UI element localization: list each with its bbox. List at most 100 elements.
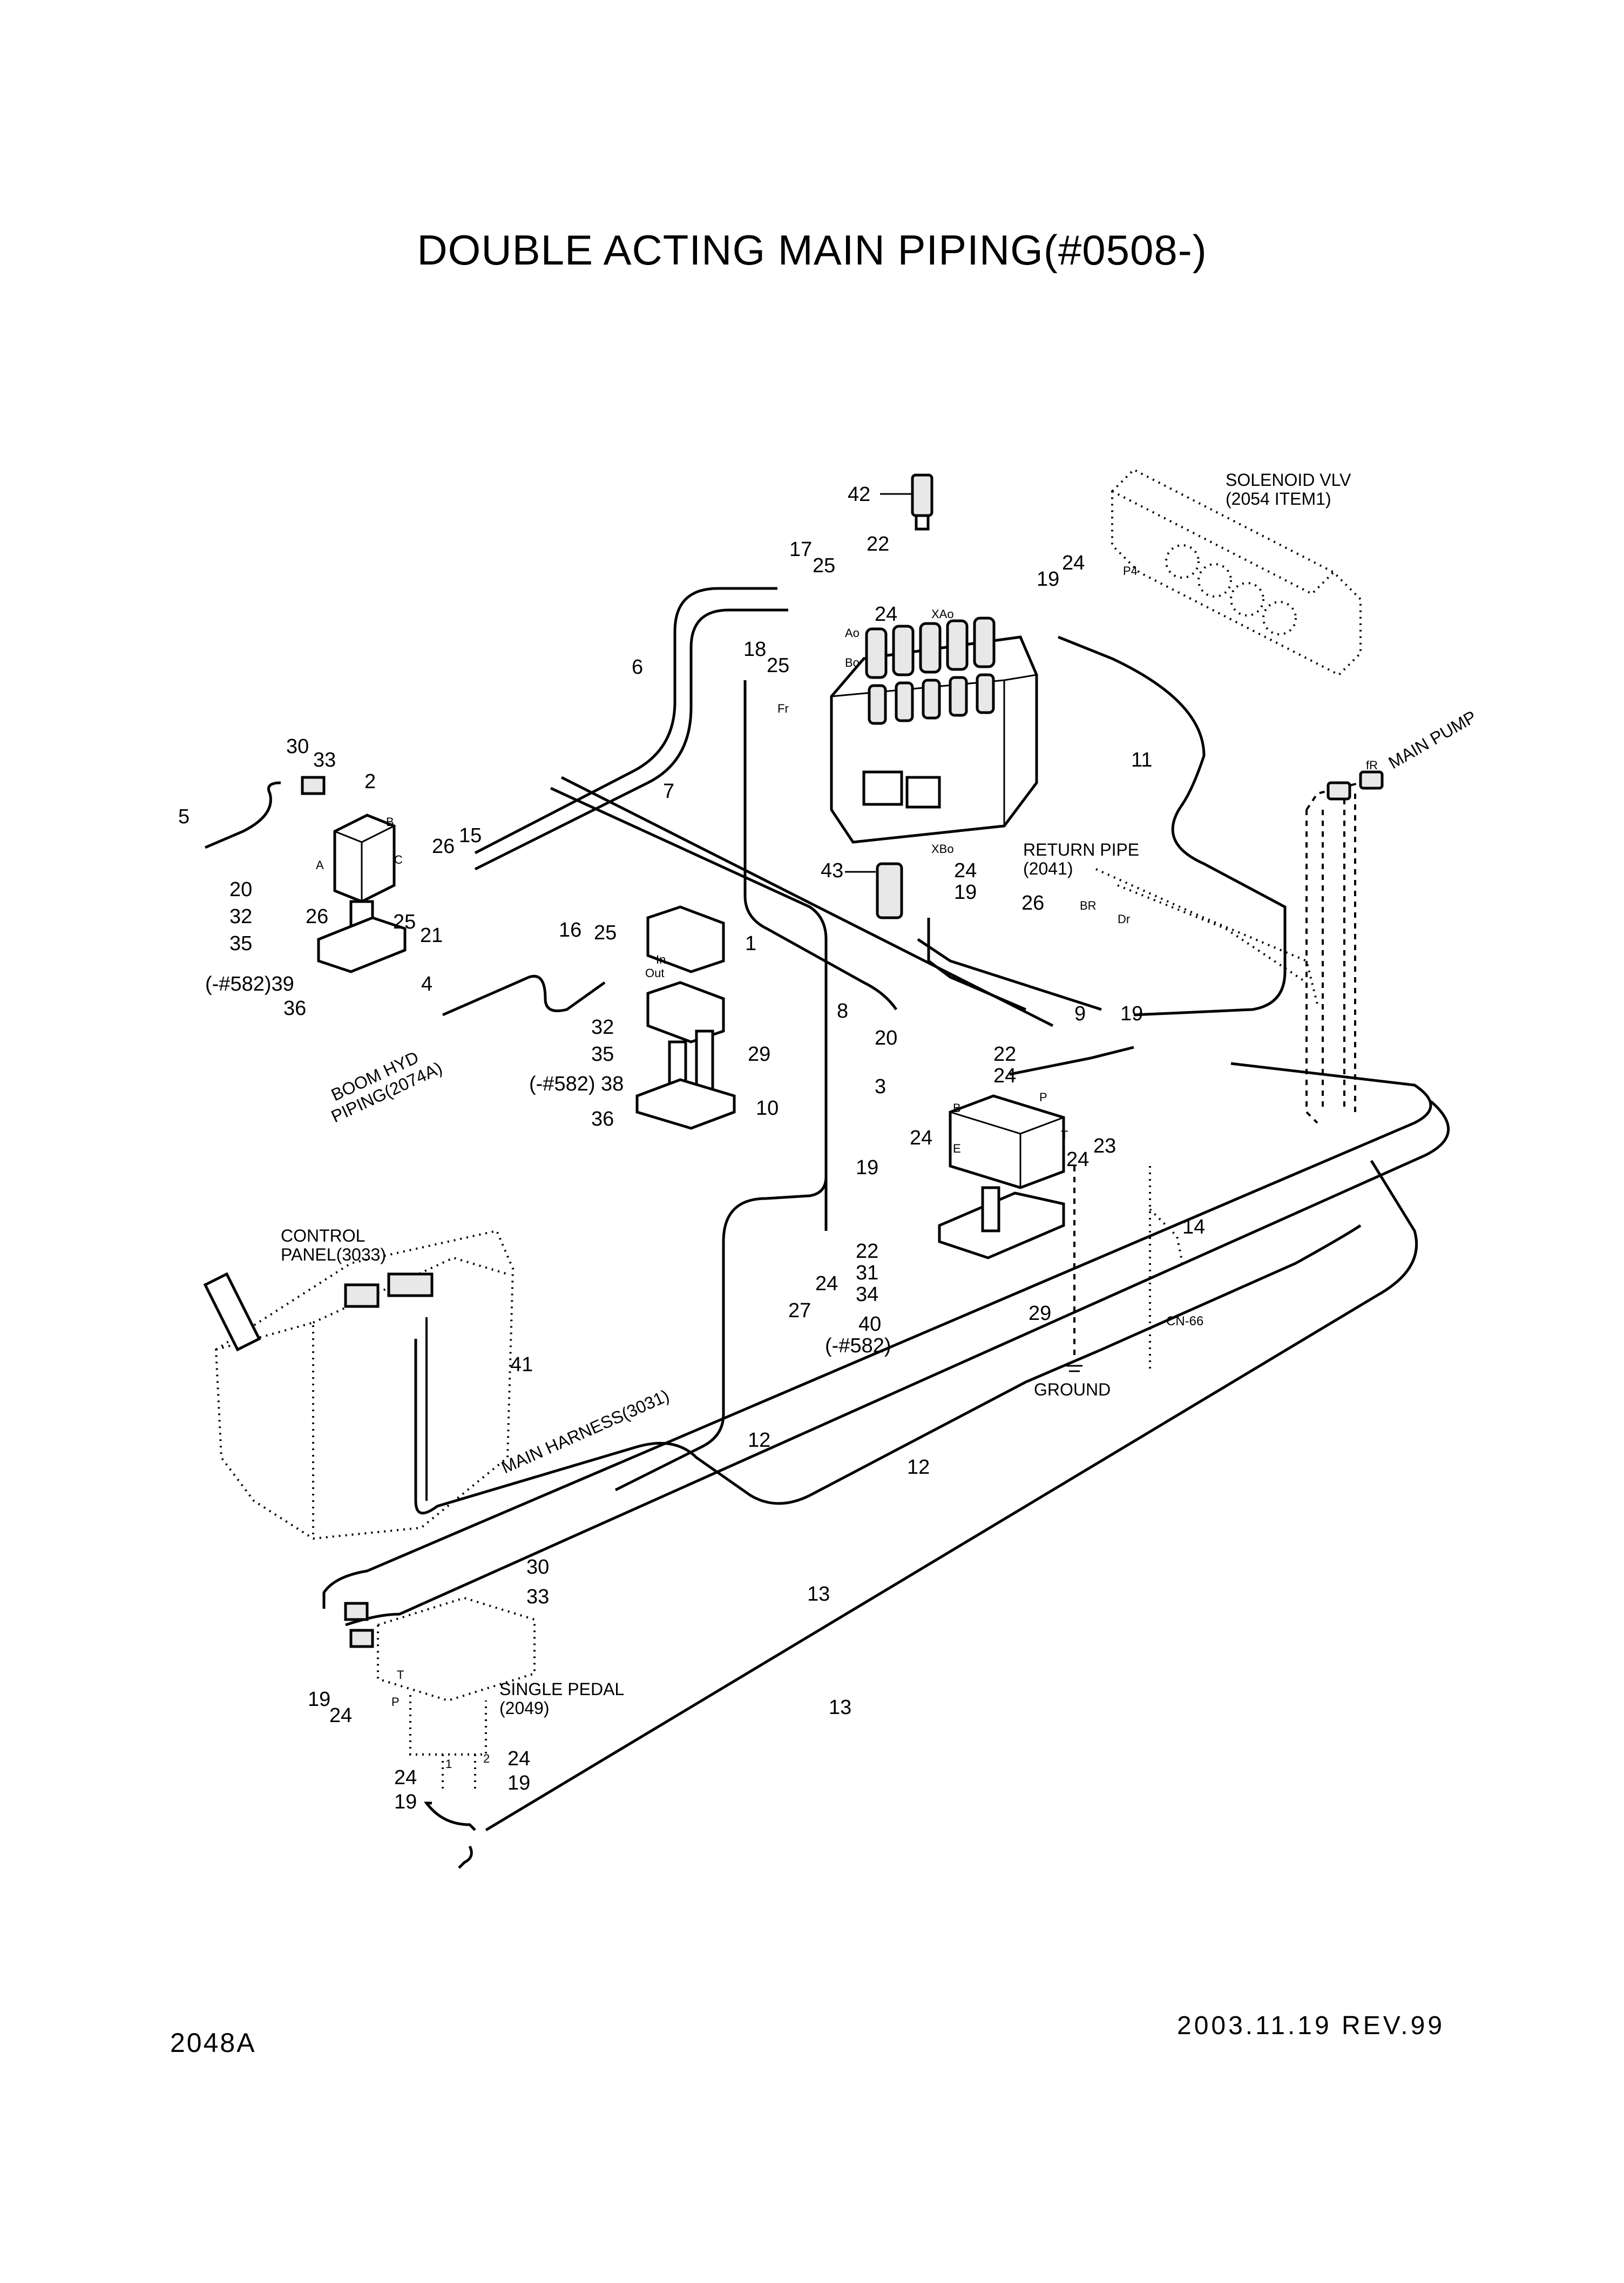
- callout-19: 19: [308, 1688, 330, 1711]
- callout-19: 19: [1037, 568, 1059, 591]
- callout-34: 34: [856, 1283, 878, 1306]
- callout-6: 6: [632, 656, 643, 679]
- callout-20: 20: [229, 878, 252, 901]
- port-t: T: [1061, 1128, 1068, 1142]
- port-b2: B: [953, 1101, 961, 1115]
- label-solenoid: SOLENOID VLV: [1226, 470, 1351, 490]
- callout-24: 24: [394, 1766, 417, 1789]
- callout-25: 25: [767, 654, 789, 677]
- callout-27: 27: [788, 1299, 811, 1322]
- callout-3: 3: [875, 1075, 886, 1098]
- callout-19: 19: [394, 1791, 417, 1813]
- callout-35: 35: [229, 932, 252, 955]
- callout-9: 9: [1074, 1002, 1086, 1025]
- label-return-ref: (2041): [1023, 859, 1073, 878]
- main-pump: [1305, 770, 1384, 1124]
- date-revision: 2003.11.19 REV.99: [1177, 2011, 1445, 2040]
- callout-20: 20: [875, 1027, 897, 1049]
- callout-26: 26: [432, 835, 455, 858]
- callout-21: 21: [420, 924, 443, 947]
- callout-32: 32: [229, 905, 252, 928]
- ground-lines: [1066, 1166, 1183, 1372]
- callout-42: 42: [848, 483, 870, 506]
- label-solenoid-ref: (2054 ITEM1): [1226, 489, 1331, 509]
- port-p4: P4: [1123, 564, 1138, 578]
- callout-19: 19: [856, 1156, 878, 1179]
- port-ao: Ao: [845, 626, 860, 640]
- diagram-title: DOUBLE ACTING MAIN PIPING(#0508-): [417, 226, 1207, 274]
- port-p2: P: [391, 1695, 400, 1709]
- callout-25: 25: [393, 911, 416, 933]
- callout-24: 24: [815, 1272, 838, 1295]
- callout-35: 35: [591, 1043, 614, 1066]
- callout-1: 1: [745, 932, 756, 955]
- port-xbo: XBo: [931, 842, 954, 856]
- callout-19: 19: [508, 1772, 530, 1794]
- callout-13: 13: [807, 1583, 830, 1605]
- callout-36: 36: [283, 997, 306, 1020]
- main-control-valve: [830, 617, 1038, 844]
- port-out: Out: [645, 966, 664, 980]
- port-a: A: [316, 858, 324, 872]
- port-br: BR: [1080, 899, 1097, 912]
- port-e: E: [953, 1142, 961, 1155]
- fitting-43: [845, 862, 903, 919]
- callout-12: 12: [748, 1429, 770, 1452]
- callout-17: 17: [789, 538, 812, 561]
- callout-10: 10: [756, 1097, 779, 1120]
- callout-25: 25: [594, 922, 617, 944]
- port-p: P: [1039, 1090, 1047, 1104]
- callout-582: (-#582): [825, 1334, 891, 1357]
- callout-13: 13: [829, 1696, 851, 1719]
- label-single-pedal: SINGLE PEDAL: [499, 1679, 624, 1699]
- callout-24: 24: [993, 1065, 1016, 1087]
- label-return-pipe: RETURN PIPE: [1023, 840, 1139, 859]
- callout-39: (-#582)39: [205, 973, 294, 995]
- callout-18: 18: [743, 638, 766, 661]
- label-ground: GROUND: [1034, 1380, 1111, 1399]
- callout-15: 15: [459, 824, 482, 847]
- port-two: 2: [483, 1752, 490, 1765]
- label-single-pedal-ref: (2049): [499, 1698, 550, 1718]
- stand-block-1: [635, 905, 736, 1130]
- callout-24: 24: [1062, 552, 1085, 574]
- drawing-number: 2048A: [170, 2028, 256, 2058]
- callout-22: 22: [856, 1240, 878, 1263]
- solenoid-valve: [1111, 468, 1362, 676]
- fitting-42: [880, 473, 933, 531]
- callout-23: 23: [1093, 1135, 1116, 1157]
- port-bo: Bo: [845, 656, 860, 669]
- callout-11: 11: [1131, 749, 1152, 771]
- callout-22: 22: [993, 1043, 1016, 1066]
- callout-24: 24: [508, 1747, 530, 1770]
- callout-14: 14: [1182, 1216, 1205, 1238]
- port-b: B: [386, 815, 394, 829]
- port-one: 1: [445, 1757, 452, 1771]
- callout-2: 2: [364, 770, 376, 793]
- callout-33: 33: [313, 749, 336, 771]
- pipes: [205, 587, 1450, 1869]
- part-callouts: 42 22 17 25 24 19 24 6 18 25 11 30 33 2 …: [178, 483, 1205, 1813]
- valve-block-center: [938, 1094, 1065, 1259]
- port-t2: T: [397, 1668, 404, 1682]
- return-pipe-ref: [1095, 868, 1318, 1005]
- callout-30: 30: [526, 1556, 549, 1579]
- callout-5: 5: [178, 805, 190, 828]
- port-labels: P4 XAo Ao Bo Fr XBo BR Dr In Out A B C f…: [316, 564, 1378, 1771]
- callout-12: 12: [907, 1456, 930, 1479]
- callout-36: 36: [591, 1108, 614, 1130]
- port-in: In: [656, 953, 666, 966]
- callout-8: 8: [837, 1000, 848, 1022]
- label-control-ref: PANEL(3033): [281, 1245, 386, 1264]
- callout-22: 22: [867, 533, 889, 555]
- callout-25: 25: [813, 554, 835, 577]
- callout-26: 26: [306, 905, 328, 928]
- callout-40: 40: [858, 1313, 881, 1336]
- callout-38: (-#582) 38: [529, 1073, 624, 1095]
- port-c: C: [394, 853, 403, 866]
- callout-26: 26: [1021, 892, 1044, 914]
- valve-spools: [865, 617, 996, 725]
- callout-32: 32: [591, 1016, 614, 1039]
- callout-16: 16: [559, 919, 581, 941]
